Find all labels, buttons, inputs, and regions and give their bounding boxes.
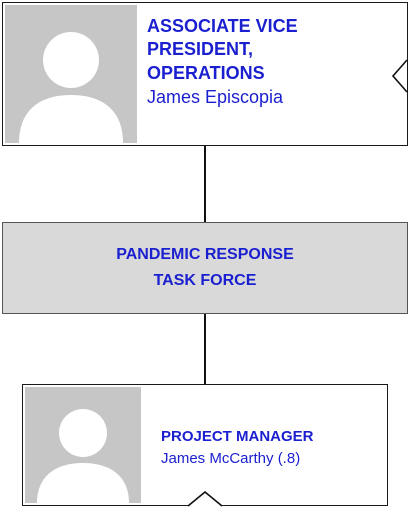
- group-line-1: PANDEMIC RESPONSE: [116, 246, 294, 264]
- connector-top: [204, 145, 206, 223]
- avatar: [5, 5, 137, 143]
- connector-bottom: [204, 313, 206, 385]
- person-silhouette-icon: [5, 5, 137, 143]
- card-person-name: James Episcopia: [147, 87, 284, 108]
- card-text: ASSOCIATE VICE PRESIDENT, OPERATIONS Jam…: [147, 15, 387, 108]
- org-card-associate-vp[interactable]: ASSOCIATE VICE PRESIDENT, OPERATIONS Jam…: [2, 2, 408, 146]
- chevron-up-icon[interactable]: [187, 491, 223, 507]
- title-line-1: ASSOCIATE VICE: [147, 16, 298, 36]
- org-card-project-manager[interactable]: PROJECT MANAGER James McCarthy (.8): [22, 384, 388, 507]
- org-group-pandemic-response[interactable]: PANDEMIC RESPONSE TASK FORCE: [2, 222, 408, 314]
- card-text: PROJECT MANAGER James McCarthy (.8): [161, 427, 381, 467]
- title-line-2: PRESIDENT,: [147, 39, 254, 60]
- card-title: ASSOCIATE VICE PRESIDENT, OPERATIONS: [147, 15, 387, 85]
- person-silhouette-icon: [25, 387, 141, 503]
- title-line-3: OPERATIONS: [147, 62, 265, 83]
- card-title: PROJECT MANAGER: [161, 428, 314, 445]
- card-person-name: James McCarthy (.8): [161, 449, 301, 467]
- group-line-2: TASK FORCE: [153, 272, 257, 289]
- avatar: [25, 387, 141, 503]
- chevron-left-icon[interactable]: [391, 59, 409, 93]
